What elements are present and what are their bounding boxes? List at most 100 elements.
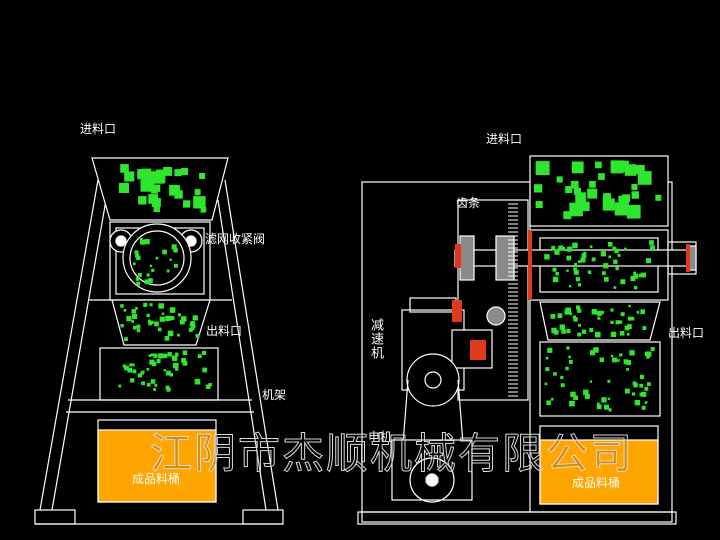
granule [554,330,559,335]
granule [589,181,596,188]
granule [136,328,141,333]
granule [124,365,129,371]
granule [148,354,152,357]
granule [151,361,157,367]
granule [167,330,174,337]
granule [162,353,168,359]
granule [569,400,575,407]
granule [610,308,614,312]
granule [149,303,153,307]
granule [587,270,592,274]
granule [129,363,133,367]
granule [577,283,582,287]
granule [132,314,138,320]
granule [626,204,641,219]
granule [597,316,601,320]
granule [569,312,573,316]
granule [194,189,201,196]
granule [624,164,637,176]
granule [151,186,158,194]
granule [577,308,582,313]
granule [163,167,172,176]
granule [604,277,609,282]
granule [600,310,604,315]
granule [597,402,600,406]
granule [151,198,161,208]
granule [181,316,187,322]
front-lower-chamber [99,347,219,401]
label-reducer: 减速机 [368,318,383,360]
granule [626,332,630,336]
granule [124,337,128,341]
label-right-bin: 成品料桶 [572,476,621,490]
granule [153,388,157,391]
side-motor [391,439,473,501]
granule [148,321,152,326]
granule [589,328,594,332]
granule [566,346,570,350]
granule [120,164,129,173]
granule [614,248,619,254]
granule [610,331,617,338]
granule [132,369,137,374]
granule [623,359,629,365]
granule [150,353,154,357]
granule [617,160,629,172]
granule [572,242,578,249]
granule [132,325,137,330]
side-rack [508,199,518,397]
granule [545,367,550,372]
side-granules [534,160,662,412]
granule [146,273,150,277]
granule [554,249,560,255]
granule [166,370,171,376]
granule [568,360,573,364]
front-right-foot [242,509,284,525]
label-left-bin: 成品料桶 [132,472,181,486]
granule [544,254,550,260]
granule [146,367,150,371]
granule [627,316,632,321]
granule [159,316,165,322]
front-granules [118,164,212,392]
granule [148,278,153,283]
granule [194,378,201,385]
granule [158,303,164,309]
granule [169,258,172,261]
frame-leg-right-outer [224,179,279,511]
granule [551,245,556,250]
granule [628,304,631,308]
side-bin [539,439,659,505]
granule [563,211,572,220]
granule [136,281,141,286]
granule [589,380,593,383]
granule [202,367,208,373]
granule [571,161,584,174]
granule [192,315,198,321]
granule [195,334,200,338]
granule [134,250,139,255]
granule [646,355,650,359]
granule [182,350,188,356]
granule [624,388,630,394]
granule [138,196,147,205]
granule [596,404,602,410]
granule [647,382,651,386]
granule [556,248,560,252]
granule [626,368,629,371]
granule [604,404,609,410]
frame-leg-right-inner [217,199,267,511]
granule [150,379,156,384]
granule [567,246,573,252]
granule [562,247,566,251]
granule [544,382,548,386]
granule [188,328,193,332]
granule [607,242,613,247]
side-pulley [406,353,460,407]
granule [629,350,635,356]
granule [205,384,211,389]
granule [200,206,207,213]
granule [589,350,596,356]
granule [574,187,581,195]
granule [131,309,136,314]
